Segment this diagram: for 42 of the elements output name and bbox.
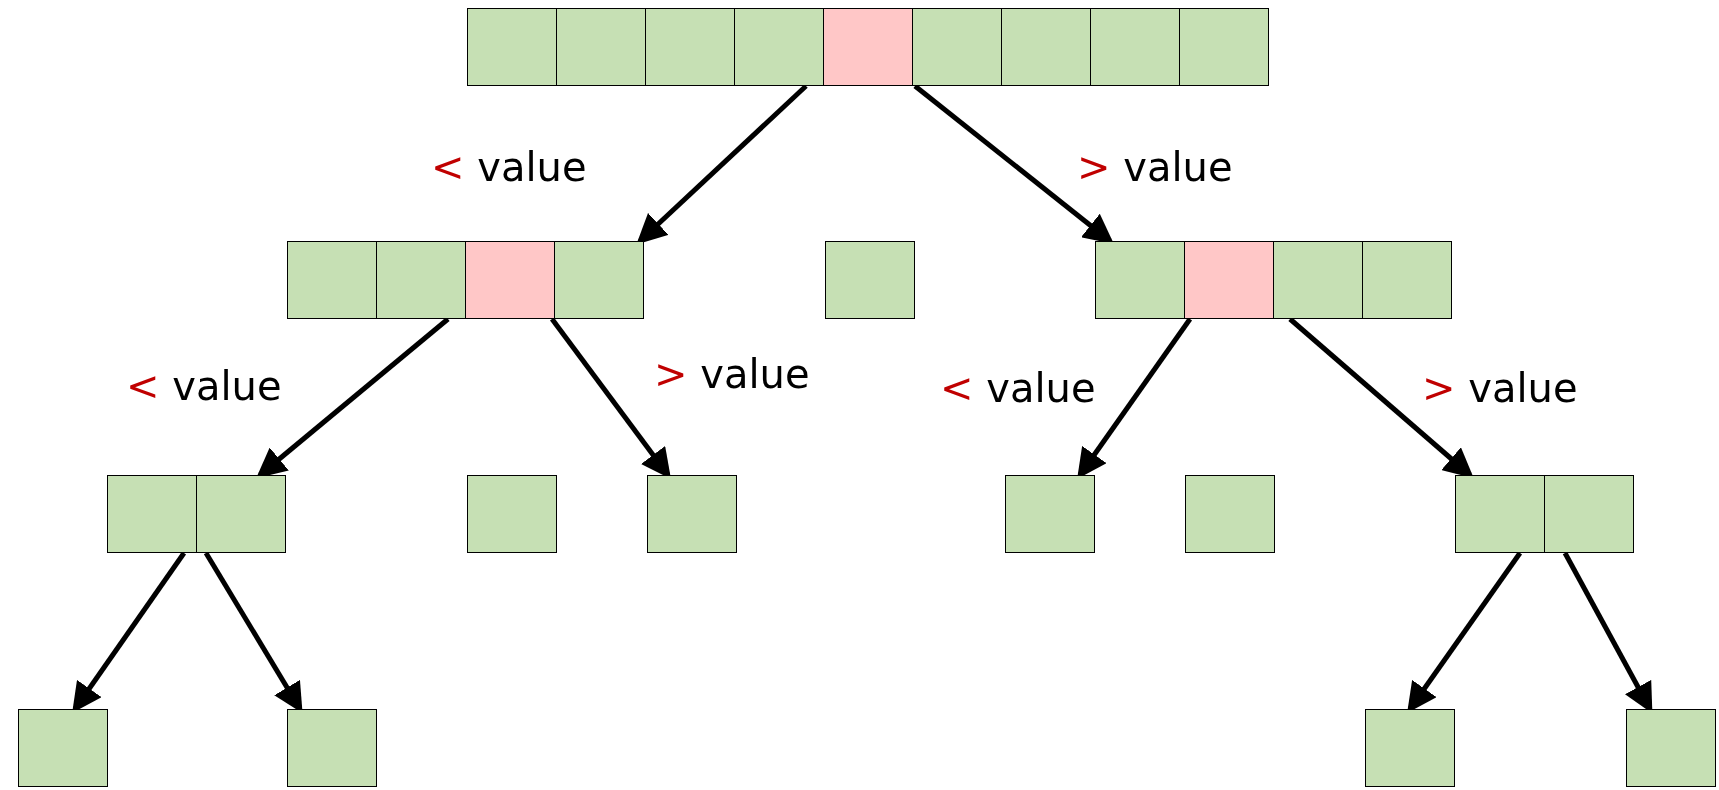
array-cell [376, 241, 466, 319]
array-cell [196, 475, 286, 553]
edge-label: < value [126, 362, 282, 410]
array-cell [823, 8, 913, 86]
array-cell [554, 241, 644, 319]
array-cell [107, 475, 197, 553]
array-cell [287, 241, 377, 319]
array-cell [1185, 475, 1275, 553]
array-cell [556, 8, 646, 86]
array-cell [912, 8, 1002, 86]
array-cell [1001, 8, 1091, 86]
array-cell [1626, 709, 1716, 787]
array-cell [647, 475, 737, 553]
array-cell [467, 475, 557, 553]
array [467, 8, 1269, 86]
array [107, 475, 286, 553]
edge-label: > value [1422, 364, 1578, 412]
array-cell [825, 241, 915, 319]
array-cell [467, 8, 557, 86]
array-cell [1179, 8, 1269, 86]
array-cell [1455, 475, 1545, 553]
array-cell [1184, 241, 1274, 319]
edge-label: < value [431, 143, 587, 191]
array-cell [1273, 241, 1363, 319]
array-cell [1544, 475, 1634, 553]
edge-label: < value [940, 364, 1096, 412]
edge-label: > value [1077, 143, 1233, 191]
array [287, 241, 644, 319]
array-cell [1090, 8, 1180, 86]
array-cell [1095, 241, 1185, 319]
array-cell [287, 709, 377, 787]
array [1455, 475, 1634, 553]
array-cell [645, 8, 735, 86]
array-cell [734, 8, 824, 86]
array [1095, 241, 1452, 319]
array-cell [1005, 475, 1095, 553]
edge-label: > value [654, 350, 810, 398]
array-cell [18, 709, 108, 787]
array-cell [1362, 241, 1452, 319]
arrow [636, 84, 808, 245]
array-cell [465, 241, 555, 319]
array-cell [1365, 709, 1455, 787]
